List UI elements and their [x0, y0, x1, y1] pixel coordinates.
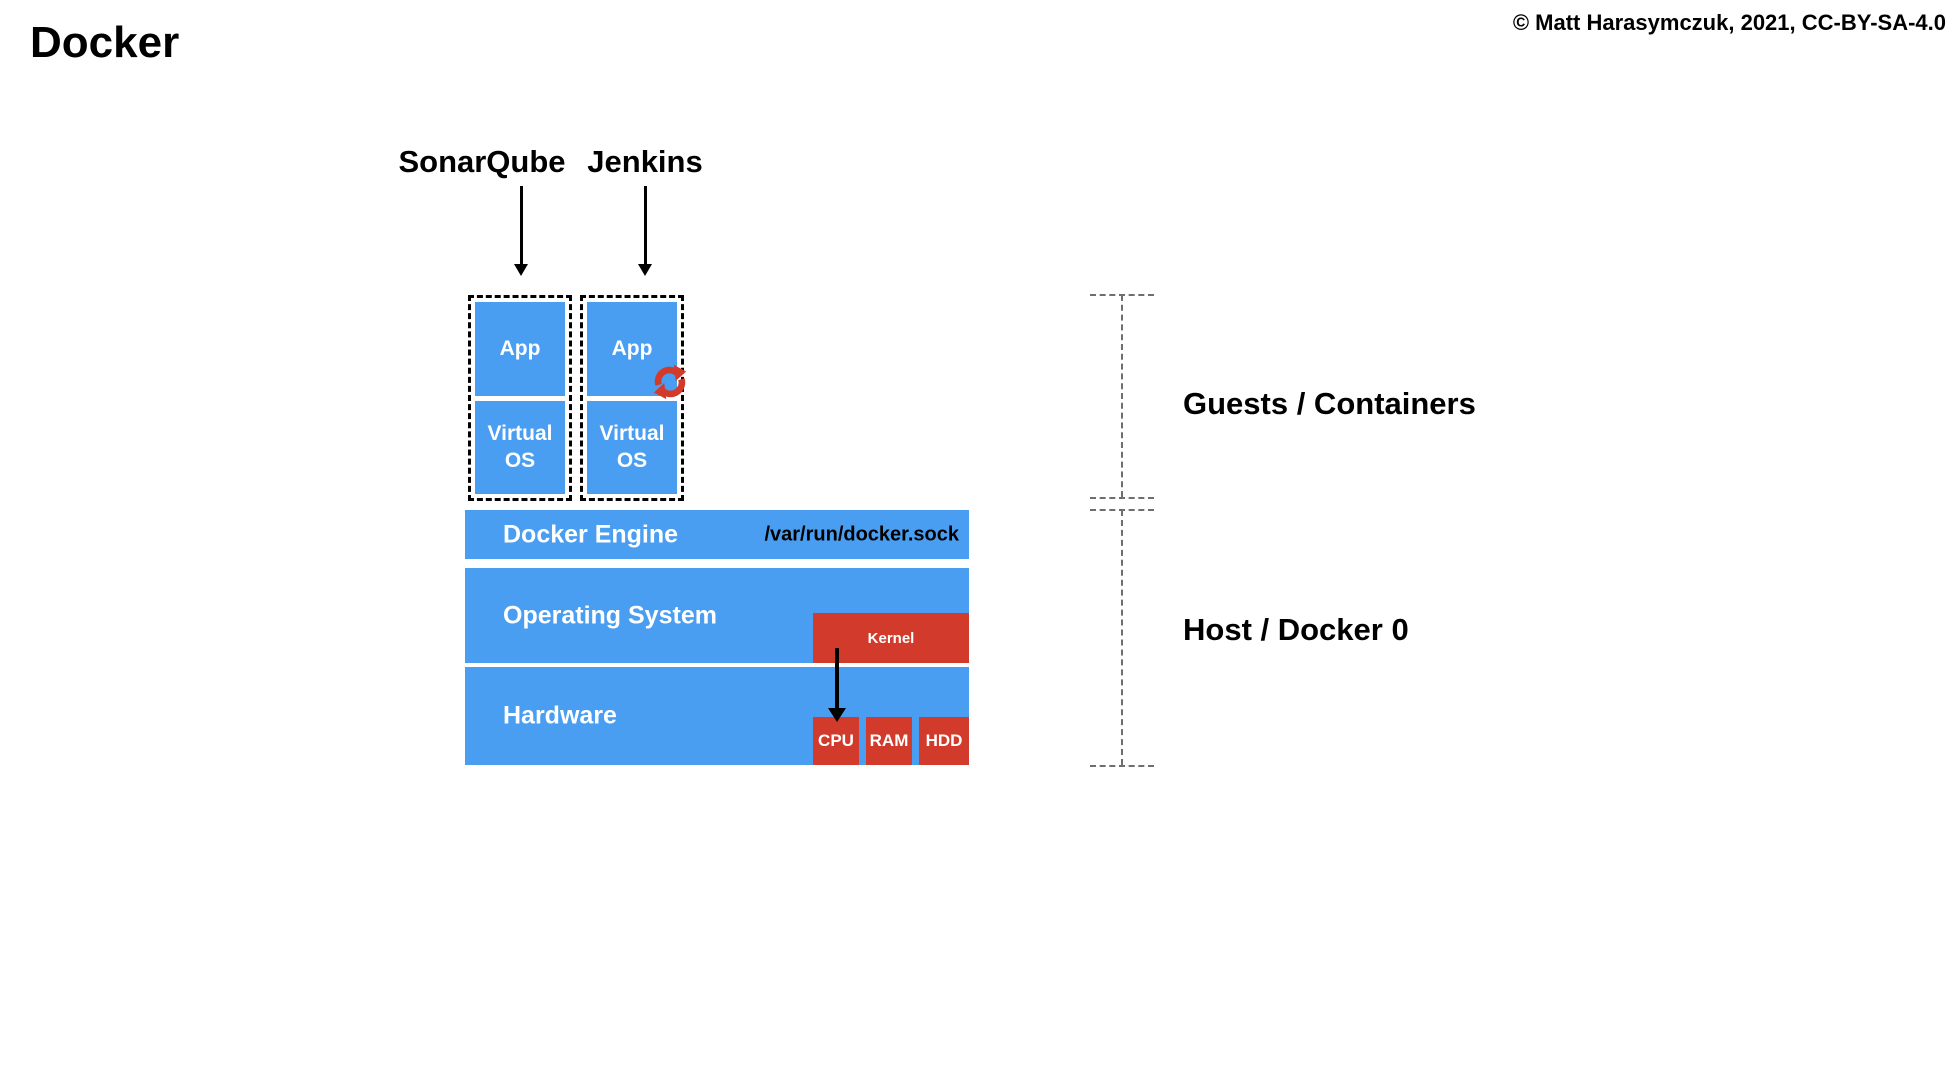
- virtual-os-block: Virtual OS: [587, 400, 677, 494]
- ram-box: RAM: [866, 717, 912, 765]
- guests-containers-label: Guests / Containers: [1183, 386, 1476, 421]
- restart-icon: [651, 363, 689, 401]
- arrow-head-icon: [638, 264, 652, 276]
- arrow-shaft: [519, 186, 523, 264]
- virtual-os-block: Virtual OS: [475, 400, 565, 494]
- operating-system-label: Operating System: [503, 601, 717, 629]
- page-title: Docker: [30, 18, 180, 67]
- arrow-shaft: [643, 186, 647, 264]
- label-jenkins: Jenkins: [587, 144, 703, 179]
- container-box-jenkins: App Virtual OS: [580, 295, 684, 501]
- container-box-sonarqube: App Virtual OS: [468, 295, 572, 501]
- docker-socket-path: /var/run/docker.sock: [764, 523, 959, 545]
- copyright-notice: © Matt Harasymczuk, 2021, CC-BY-SA-4.0: [1512, 10, 1946, 35]
- kernel-box: Kernel: [813, 613, 969, 663]
- bracket-bottom-line: [1090, 497, 1154, 499]
- arrow-head-icon: [828, 708, 846, 722]
- docker-engine-bar: Docker Engine /var/run/docker.sock: [465, 510, 969, 559]
- bracket-vertical-line: [1121, 510, 1123, 765]
- bracket-bottom-line: [1090, 765, 1154, 767]
- hdd-box: HDD: [919, 717, 969, 765]
- docker-engine-label: Docker Engine: [503, 520, 679, 548]
- hardware-label: Hardware: [503, 701, 617, 730]
- cpu-box: CPU: [813, 717, 859, 765]
- app-block: App: [587, 302, 677, 396]
- arrow-shaft: [835, 648, 839, 708]
- bracket-vertical-line: [1121, 295, 1123, 497]
- app-block: App: [475, 302, 565, 396]
- label-sonarqube: SonarQube: [398, 144, 566, 179]
- host-docker0-label: Host / Docker 0: [1183, 612, 1409, 647]
- arrow-head-icon: [514, 264, 528, 276]
